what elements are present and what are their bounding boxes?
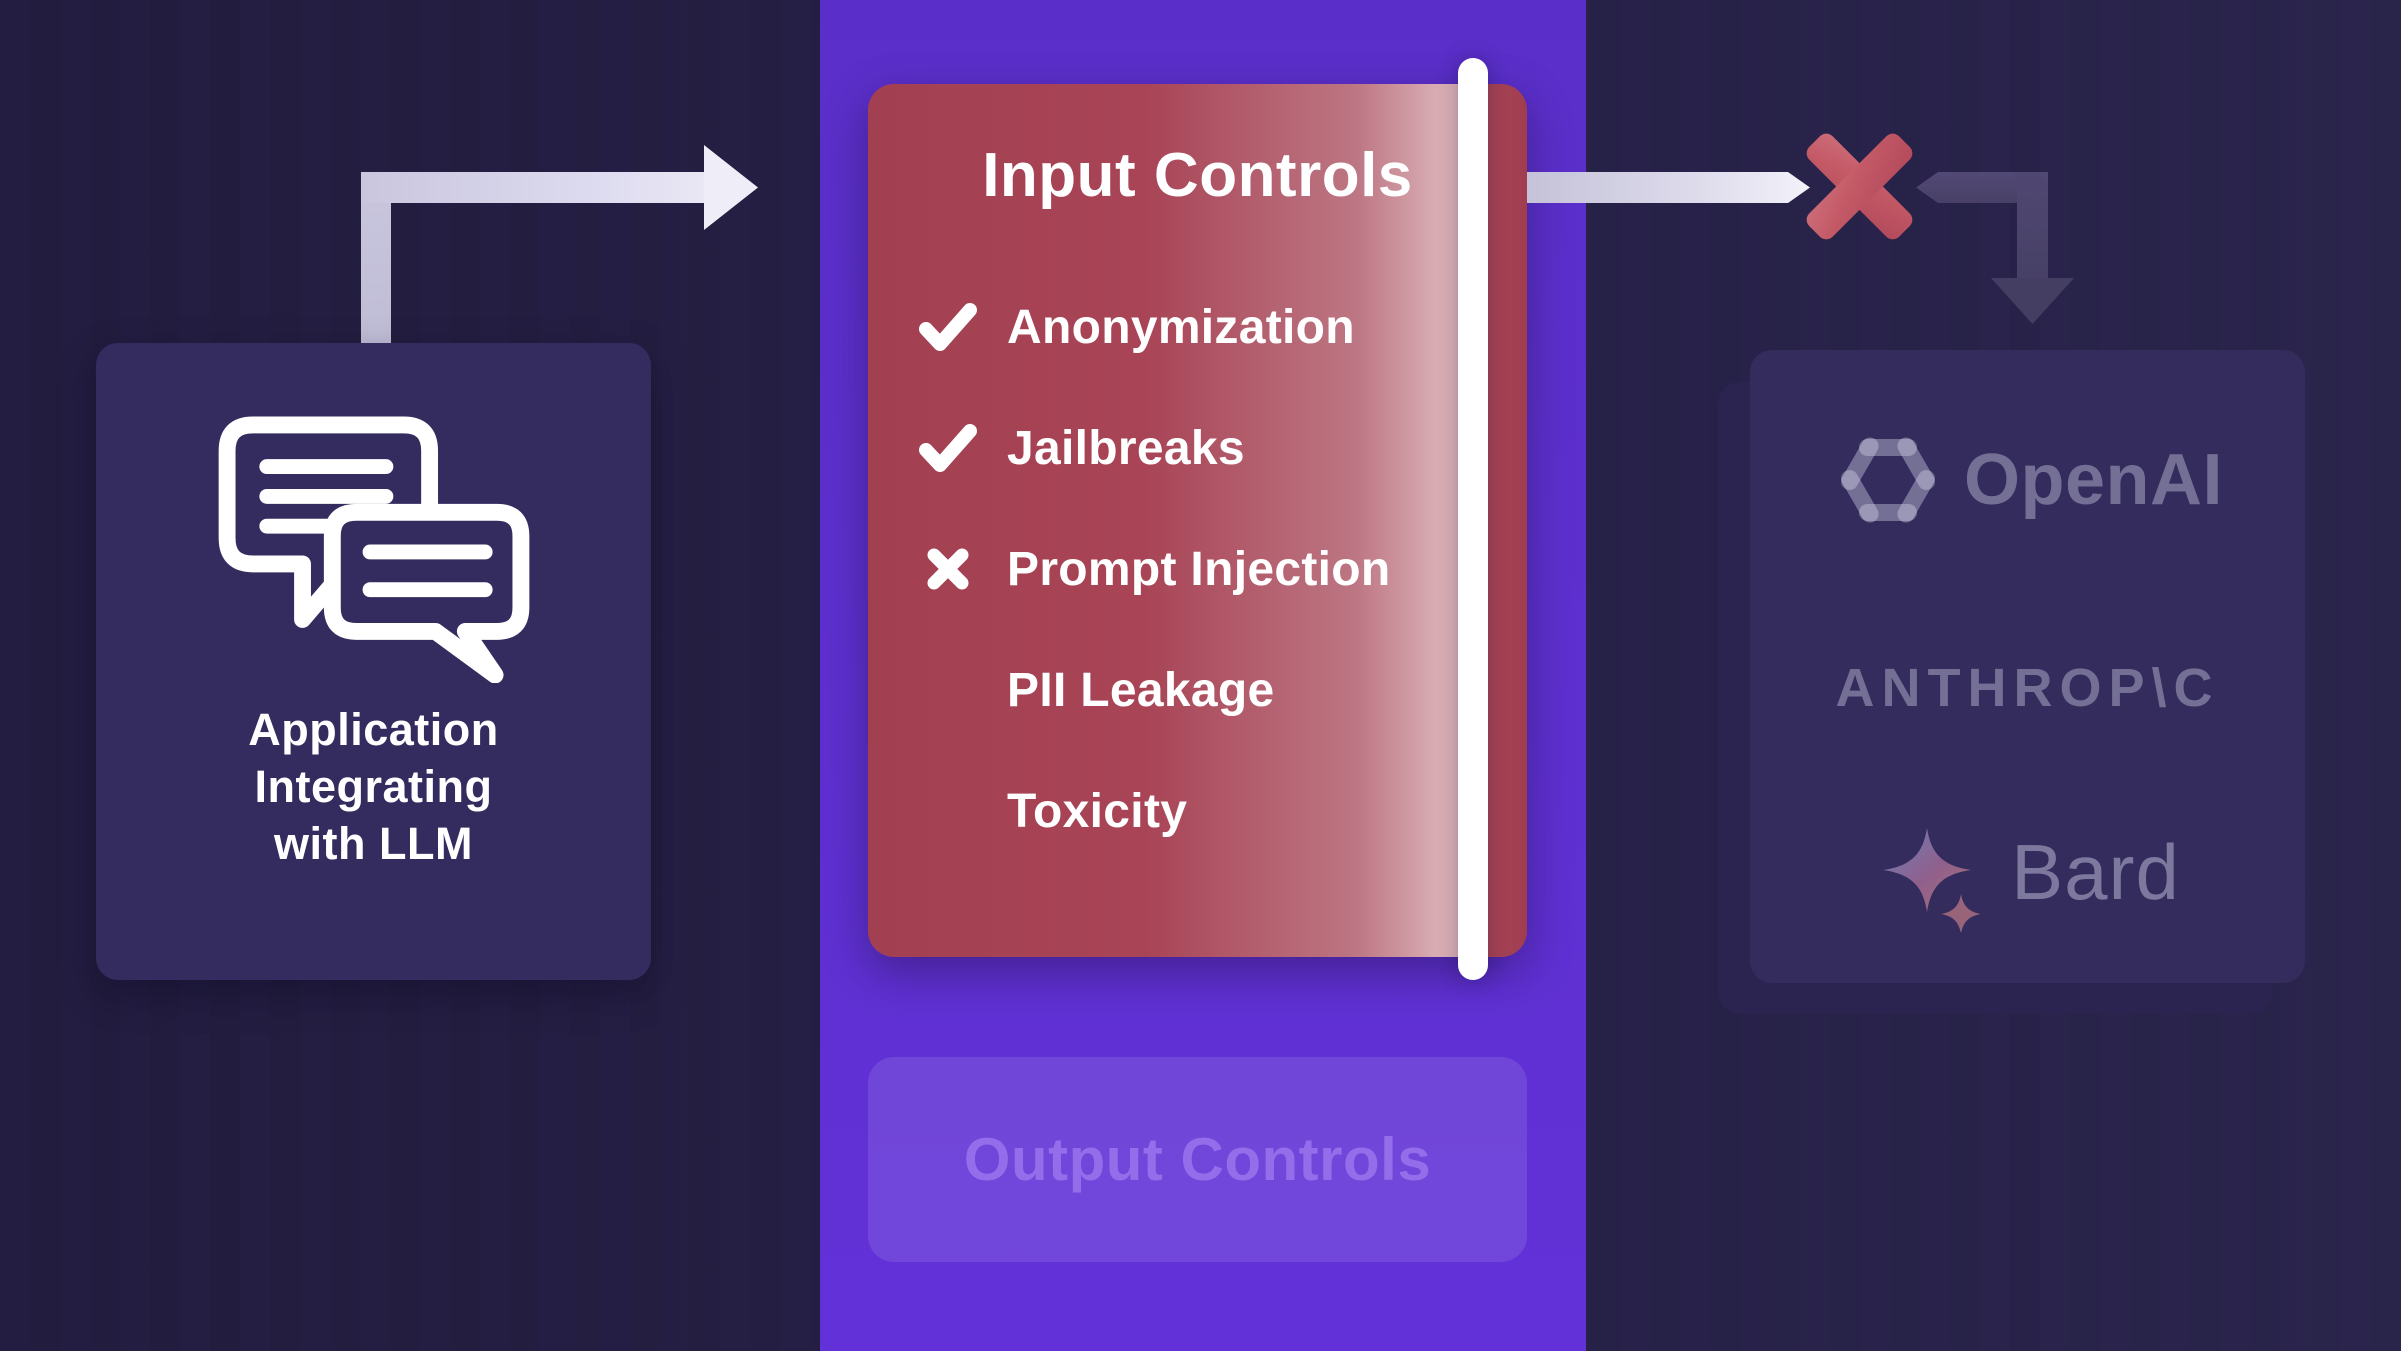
flow-arrow-detour-head bbox=[1991, 278, 2074, 324]
control-item-jailbreaks: Jailbreaks bbox=[917, 417, 1477, 479]
provider-bard: Bard bbox=[1750, 812, 2305, 932]
output-controls-panel: Output Controls bbox=[868, 1057, 1527, 1262]
control-item-label: Jailbreaks bbox=[1007, 421, 1245, 475]
flow-arrow-app-to-input-head bbox=[704, 145, 758, 230]
x-blocked-icon bbox=[1802, 129, 1917, 244]
chat-bubbles-icon bbox=[218, 416, 529, 683]
application-label-line3: with LLM bbox=[274, 818, 473, 869]
control-item-label: PII Leakage bbox=[1007, 663, 1275, 717]
input-controls-title: Input Controls bbox=[982, 141, 1413, 210]
control-item-label: Toxicity bbox=[1007, 784, 1188, 838]
application-box-label: Application Integrating with LLM bbox=[248, 701, 499, 872]
check-icon bbox=[919, 303, 977, 351]
x-icon bbox=[927, 548, 969, 590]
guardrail-bar bbox=[1458, 58, 1488, 980]
control-item-pii-leakage: PII Leakage bbox=[917, 659, 1477, 721]
provider-bard-label: Bard bbox=[2011, 827, 2180, 916]
provider-openai-label: OpenAI bbox=[1963, 440, 2223, 520]
provider-openai: OpenAI bbox=[1750, 424, 2305, 536]
flow-arrow-detour-vertical bbox=[2017, 172, 2048, 282]
anthropic-wordmark: ANTHROP\C bbox=[1835, 658, 2220, 718]
application-label-line1: Application bbox=[248, 704, 499, 755]
input-controls-panel: Input Controls Anonymization bbox=[868, 84, 1527, 957]
control-item-label: Prompt Injection bbox=[1007, 542, 1391, 596]
provider-anthropic: ANTHROP\C bbox=[1750, 657, 2305, 719]
check-icon bbox=[919, 424, 977, 472]
input-controls-list: Anonymization Jailbreaks bbox=[917, 296, 1477, 901]
application-label-line2: Integrating bbox=[254, 761, 493, 812]
application-box: Application Integrating with LLM bbox=[96, 343, 651, 980]
openai-logo-icon bbox=[1841, 437, 1935, 523]
control-item-label: Anonymization bbox=[1007, 300, 1355, 354]
output-controls-title: Output Controls bbox=[963, 1126, 1432, 1193]
control-item-toxicity: Toxicity bbox=[917, 780, 1477, 842]
flow-arrow-app-to-input-horizontal bbox=[361, 172, 711, 203]
flow-arrow-input-to-llm bbox=[1527, 172, 1810, 203]
bard-sparkle-icon bbox=[1883, 828, 1982, 932]
control-item-prompt-injection: Prompt Injection bbox=[917, 538, 1477, 600]
control-item-anonymization: Anonymization bbox=[917, 296, 1477, 358]
llm-providers-card: OpenAI ANTHROP\C Bard bbox=[1750, 350, 2305, 983]
